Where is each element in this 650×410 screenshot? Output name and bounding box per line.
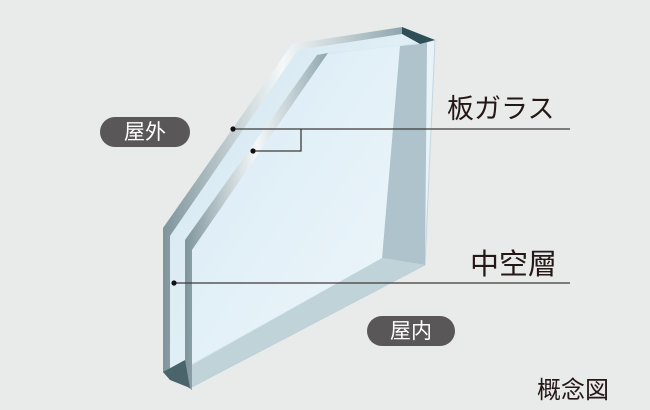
air-layer-label: 中空層 (470, 247, 558, 281)
leader-dot-inner-pane (250, 148, 256, 154)
leader-dot-outer-pane (230, 126, 236, 132)
glass-pane-label: 板ガラス (447, 94, 555, 125)
outdoor-badge: 屋外 (100, 117, 190, 147)
leader-glass-pane (233, 128, 570, 152)
conceptual-diagram-caption: 概念図 (537, 376, 609, 404)
outer-glass-pane (163, 27, 435, 390)
leader-dot-air-layer (171, 280, 177, 286)
indoor-badge: 屋内 (367, 316, 455, 346)
